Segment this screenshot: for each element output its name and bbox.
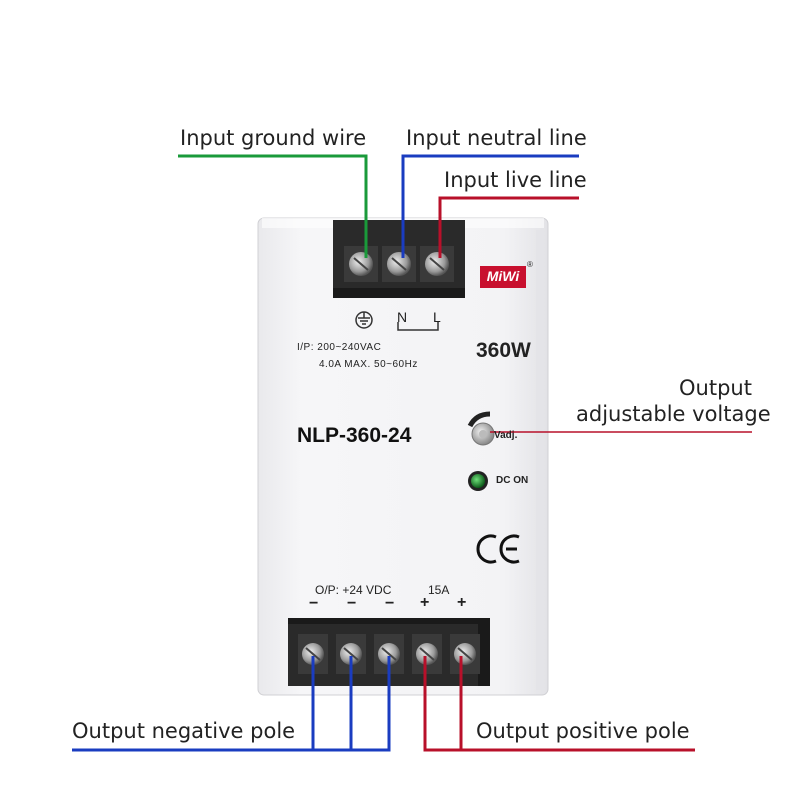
- led-indicator-icon: [468, 471, 488, 491]
- label-output-negative-pole: Output negative pole: [72, 719, 296, 743]
- registered-mark: ®: [527, 260, 533, 269]
- polarity-mark: −: [385, 595, 395, 612]
- terminal-n-label: N: [397, 309, 408, 325]
- vadj-label: Vadj.: [494, 430, 518, 441]
- input-spec-line1: I/P: 200~240VAC: [297, 342, 382, 353]
- ground-symbol-icon: [355, 311, 373, 329]
- screw-terminal-icon[interactable]: [420, 246, 454, 282]
- terminal-bracket: [397, 322, 439, 331]
- label-output-adjust-line1: Output: [679, 376, 752, 400]
- brand-logo: [480, 266, 526, 288]
- screw-terminal-icon[interactable]: [412, 634, 442, 674]
- terminal-l-label: L: [433, 309, 441, 325]
- potentiometer-icon[interactable]: [467, 411, 495, 446]
- ground-wire: [178, 154, 368, 258]
- brand-logo-text: MiWi: [486, 268, 520, 284]
- label-input-live-line: Input live line: [444, 168, 587, 192]
- output-spec-current: 15A: [428, 583, 450, 597]
- polarity-mark: +: [457, 594, 467, 611]
- output-spec-op: O/P: +24 VDC: [315, 583, 392, 597]
- live-wire: [438, 196, 579, 258]
- polarity-mark: +: [420, 594, 430, 611]
- dc-on-label: DC ON: [496, 475, 529, 486]
- ce-mark-icon: [476, 534, 520, 564]
- model-label: NLP-360-24: [297, 424, 412, 447]
- label-output-adjust-line2: adjustable voltage: [576, 402, 771, 426]
- wattage-label: 360W: [476, 339, 531, 362]
- label-output-positive-pole: Output positive pole: [476, 719, 690, 743]
- screw-terminal-icon[interactable]: [382, 246, 416, 282]
- positive-wire: [423, 656, 695, 752]
- polarity-mark: −: [309, 595, 319, 612]
- screw-terminal-icon[interactable]: [298, 634, 328, 674]
- negative-wire: [313, 656, 391, 752]
- screw-terminal-icon[interactable]: [344, 246, 378, 282]
- neutral-wire: [401, 154, 579, 258]
- polarity-mark: −: [347, 595, 357, 612]
- label-input-neutral-line: Input neutral line: [406, 126, 587, 150]
- input-spec-line2: 4.0A MAX. 50~60Hz: [319, 359, 418, 370]
- label-input-ground-wire: Input ground wire: [180, 126, 367, 150]
- screw-terminal-icon[interactable]: [450, 634, 480, 674]
- input-terminal-block: [333, 220, 465, 298]
